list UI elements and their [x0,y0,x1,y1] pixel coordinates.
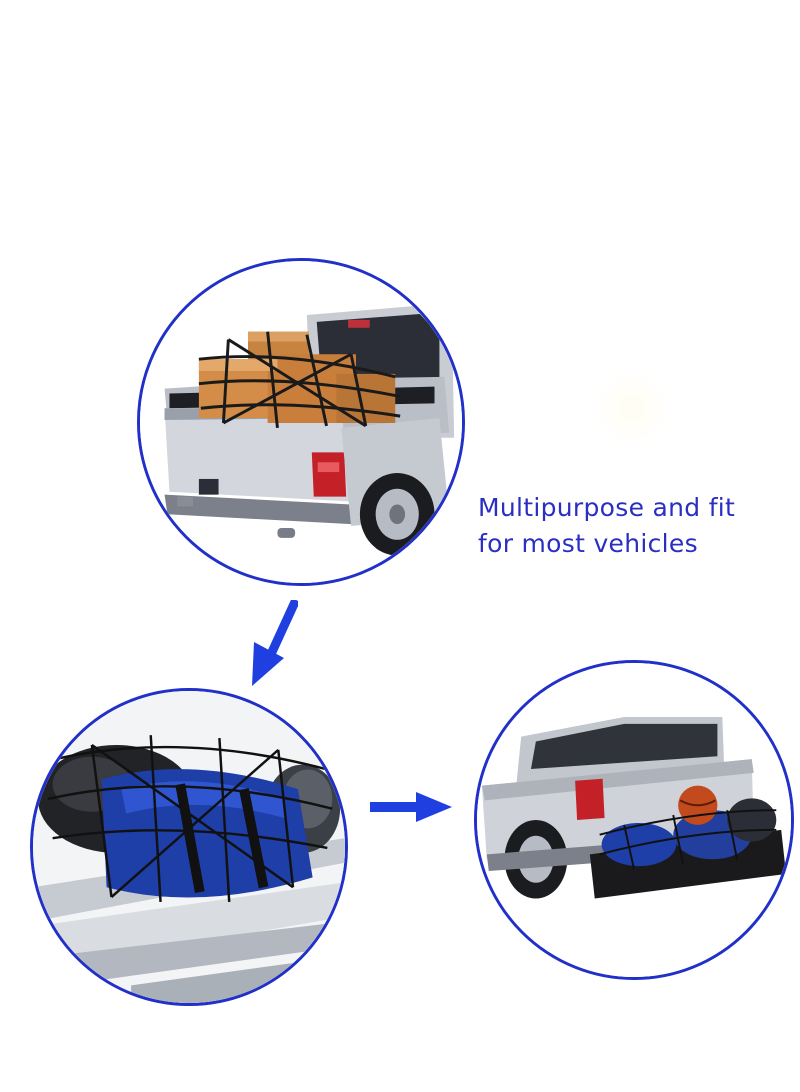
hitch-cargo-carrier-photo [474,660,794,980]
feature-caption: Multipurpose and fit for most vehicles [478,490,798,562]
arrow-right-icon [368,790,454,824]
pickup-truck-illustration [140,261,462,583]
caption-line-2: for most vehicles [478,529,698,558]
arrow-down-left-icon [248,598,300,690]
pickup-truck-bed-photo [137,258,465,586]
roof-rack-illustration [33,691,345,1003]
hitch-carrier-illustration [477,663,791,977]
light-glare [592,368,672,448]
caption-line-1: Multipurpose and fit [478,493,736,522]
roof-rack-cargo-photo [30,688,348,1006]
